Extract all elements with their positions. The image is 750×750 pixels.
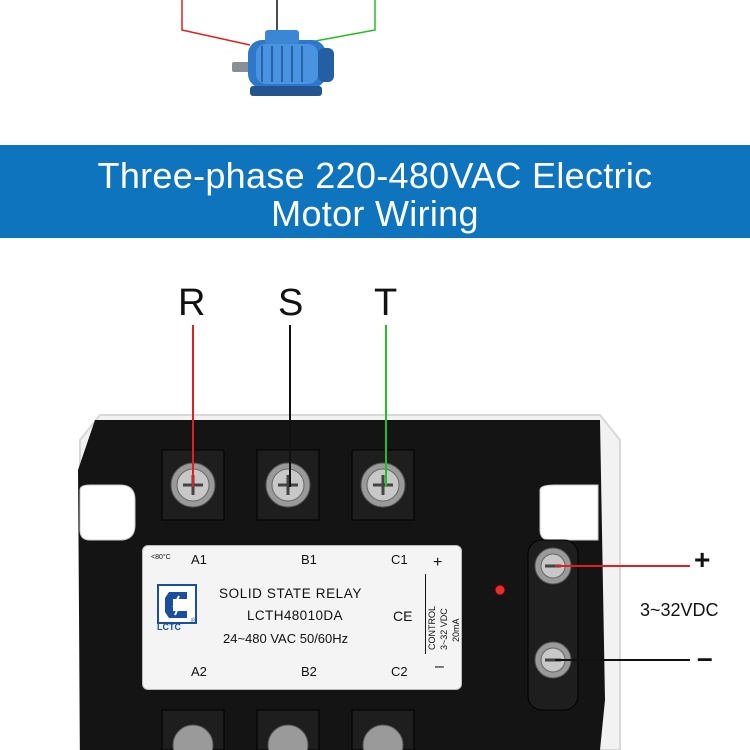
label-minus-sign: –	[435, 658, 444, 675]
screw-terminal-icon	[362, 724, 404, 750]
banner-title-line2: Motor Wiring	[271, 193, 479, 234]
relay-title: SOLID STATE RELAY	[219, 586, 362, 601]
control-voltage-callout: 3~32VDC	[640, 600, 719, 620]
terminal-label-b1: B1	[301, 552, 317, 567]
terminal-label-b2: B2	[301, 664, 317, 679]
terminal-label-a1: A1	[191, 552, 207, 567]
control-voltage-label: 3~32 VDC	[439, 608, 449, 650]
temp-rating: <80°C	[151, 554, 171, 561]
relay-model: LCTH48010DA	[247, 608, 343, 623]
screw-terminal-icon	[534, 547, 572, 585]
title-banner: Three-phase 220-480VAC Electric Motor Wi…	[0, 145, 750, 238]
control-plus-label: +	[694, 544, 711, 575]
lctc-logo-icon: LCTC ®	[157, 584, 197, 632]
label-plus-sign: +	[433, 554, 443, 571]
screw-terminal-icon	[267, 724, 309, 750]
terminal-label-c1: C1	[391, 552, 408, 567]
control-minus-label: –	[697, 642, 713, 673]
control-bracket-line	[425, 574, 426, 654]
screw-terminal-icon	[170, 462, 216, 508]
screw-terminal-icon	[265, 462, 311, 508]
phase-label-t: T	[374, 282, 398, 324]
screw-terminal-icon	[172, 724, 214, 750]
control-label: CONTROL	[427, 605, 437, 650]
banner-title-line1: Three-phase 220-480VAC Electric	[97, 155, 653, 196]
logo-registered-mark: ®	[191, 618, 197, 625]
motor-icon	[232, 30, 334, 96]
logo-text: LCTC	[157, 622, 181, 632]
motor-wiring-illustration	[181, 0, 376, 96]
motor-wire-t	[309, 0, 376, 43]
screw-terminal-icon	[534, 641, 572, 679]
terminal-label-c2: C2	[391, 664, 408, 679]
led-indicator-icon	[494, 584, 506, 596]
phase-label-s: S	[278, 282, 304, 324]
relay-rating: 24~480 VAC 50/60Hz	[223, 631, 349, 646]
mounting-hole-top-left	[79, 484, 136, 541]
phase-label-r: R	[178, 282, 206, 324]
relay-label-panel: <80°C A1 B1 C1 A2 B2 C2 LCTC ® SOLID STA…	[142, 545, 462, 690]
ce-mark: CE	[393, 608, 413, 624]
control-current-label: 20mA	[451, 618, 461, 642]
screw-terminal-icon	[360, 462, 406, 508]
control-spec-block: CONTROL 3~32 VDC 20mA	[407, 576, 465, 656]
mounting-hole-top-right	[539, 484, 599, 541]
terminal-label-a2: A2	[191, 664, 207, 679]
motor-wire-r	[181, 0, 251, 46]
